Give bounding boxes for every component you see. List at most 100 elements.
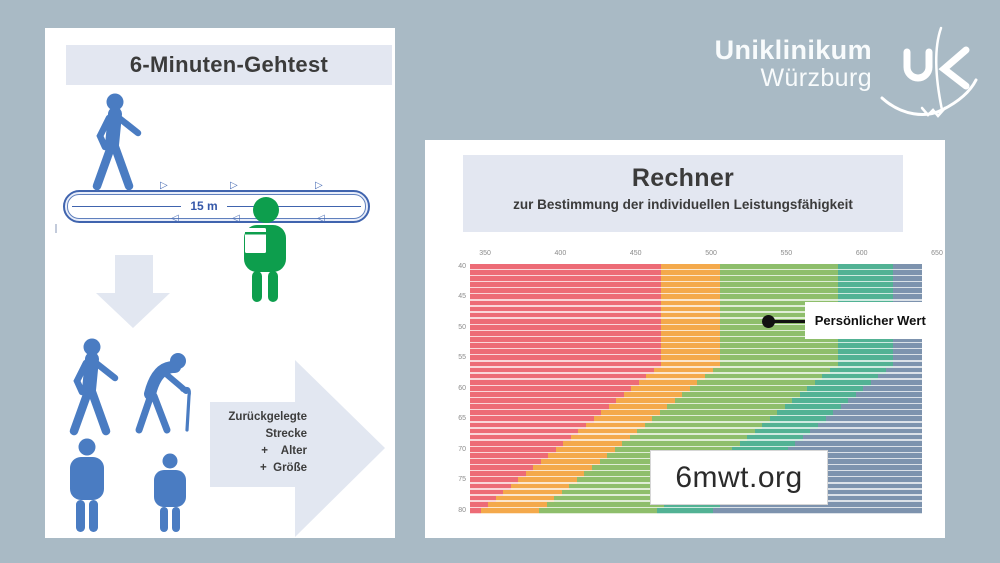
left-panel-title: 6-Minuten-Gehtest bbox=[129, 52, 329, 77]
chart-segment bbox=[822, 373, 879, 380]
chart-segment bbox=[470, 367, 654, 374]
chart-segment bbox=[772, 459, 923, 466]
chart-segment bbox=[720, 270, 839, 277]
chart-segment bbox=[661, 264, 721, 271]
chart-segment bbox=[470, 501, 489, 508]
direction-left-icon: ◁ bbox=[171, 213, 179, 224]
chart-segment bbox=[631, 385, 690, 393]
chart-segment bbox=[470, 343, 662, 350]
chart-row-age-52 bbox=[470, 337, 922, 344]
chart-segment bbox=[539, 507, 658, 515]
x-tick-label: 500 bbox=[705, 250, 717, 257]
chart-segment bbox=[470, 416, 594, 423]
chart-row-age-58 bbox=[470, 373, 922, 380]
right-panel: Rechner zur Bestimmung der individuellen… bbox=[425, 140, 945, 538]
chart-segment bbox=[855, 392, 923, 399]
chart-segment bbox=[837, 343, 894, 350]
chart-segment bbox=[754, 428, 811, 435]
chart-segment bbox=[470, 398, 617, 405]
chart-segment bbox=[661, 270, 721, 277]
chart-segment bbox=[757, 471, 923, 478]
direction-left-icon: ◁ bbox=[317, 213, 325, 224]
chart-segment bbox=[548, 453, 608, 460]
chart-segment bbox=[840, 404, 923, 411]
direction-right-icon: ▷ bbox=[160, 180, 168, 191]
chart-row-age-60 bbox=[470, 385, 922, 393]
chart-segment bbox=[470, 495, 496, 502]
chart-segment bbox=[470, 270, 662, 277]
chart-row-age-67 bbox=[470, 428, 923, 435]
chart-segment bbox=[837, 264, 894, 271]
chart-segment bbox=[697, 379, 816, 387]
chart-row-age-69 bbox=[470, 440, 922, 448]
chart-segment bbox=[525, 471, 585, 478]
chart-segment bbox=[720, 355, 839, 362]
chart-segment bbox=[561, 489, 680, 496]
chart-segment bbox=[470, 440, 564, 448]
chart-segment bbox=[837, 294, 894, 301]
chart-segment bbox=[554, 495, 673, 502]
chart-segment bbox=[837, 282, 894, 289]
watermark-box: 6mwt.org bbox=[650, 450, 828, 505]
logo-line2: Würzburg bbox=[760, 64, 872, 92]
chart-segment bbox=[470, 361, 662, 368]
chart-segment bbox=[720, 324, 839, 332]
y-tick-label: 60 bbox=[458, 384, 466, 392]
chart-segment bbox=[720, 337, 839, 344]
chart-segment bbox=[720, 276, 839, 283]
y-tick-label: 65 bbox=[458, 415, 466, 423]
chart-row-age-62 bbox=[470, 398, 922, 405]
chart-segment bbox=[661, 355, 721, 362]
formula-line: Zurückgelegte bbox=[228, 411, 307, 423]
chart-segment bbox=[682, 392, 801, 399]
chart-row-age-63 bbox=[470, 404, 923, 411]
result-arrow-head bbox=[295, 360, 385, 537]
chart-segment bbox=[470, 349, 662, 356]
chart-segment bbox=[470, 337, 662, 344]
formula-line: + Größe bbox=[260, 462, 307, 474]
examiner-with-clipboard-icon bbox=[244, 197, 286, 302]
chart-segment bbox=[735, 489, 922, 496]
chart-segment bbox=[470, 355, 662, 362]
chart-segment bbox=[661, 288, 721, 295]
chart-segment bbox=[720, 331, 839, 338]
chart-row-age-80 bbox=[470, 507, 923, 515]
chart-row-age-44 bbox=[470, 288, 922, 295]
chart-segment bbox=[578, 428, 638, 435]
chart-segment bbox=[470, 477, 519, 484]
x-tick-label: 650 bbox=[931, 250, 943, 257]
x-tick-label: 400 bbox=[554, 250, 567, 257]
chart-segment bbox=[470, 288, 662, 295]
chart-segment bbox=[503, 489, 562, 496]
chart-segment bbox=[704, 373, 823, 380]
chart-segment bbox=[720, 361, 839, 368]
chart-segment bbox=[470, 422, 586, 429]
x-tick-label: 350 bbox=[479, 250, 491, 257]
chart-segment bbox=[470, 434, 571, 441]
chart-segment bbox=[661, 300, 721, 307]
chart-segment bbox=[720, 343, 839, 350]
chart-segment bbox=[885, 367, 923, 374]
chart-segment bbox=[837, 355, 894, 362]
chart-segment bbox=[470, 306, 662, 313]
chart-segment bbox=[652, 416, 771, 423]
chart-segment bbox=[563, 440, 623, 448]
chart-segment bbox=[601, 410, 660, 417]
y-tick-label: 45 bbox=[458, 293, 466, 301]
chart-row-age-64 bbox=[470, 410, 922, 417]
chart-segment bbox=[616, 398, 675, 405]
chart-segment bbox=[720, 300, 839, 307]
chart-row-age-59 bbox=[470, 379, 923, 387]
chart-segment bbox=[870, 379, 923, 387]
chart-segment bbox=[533, 465, 592, 472]
chart-segment bbox=[837, 361, 894, 368]
chart-row-age-45 bbox=[470, 294, 922, 301]
chart-segment bbox=[817, 422, 922, 429]
direction-right-icon: ▷ bbox=[315, 180, 323, 191]
chart-segment bbox=[593, 416, 653, 423]
y-tick-label: 80 bbox=[458, 506, 466, 514]
chart-segment bbox=[646, 373, 705, 380]
